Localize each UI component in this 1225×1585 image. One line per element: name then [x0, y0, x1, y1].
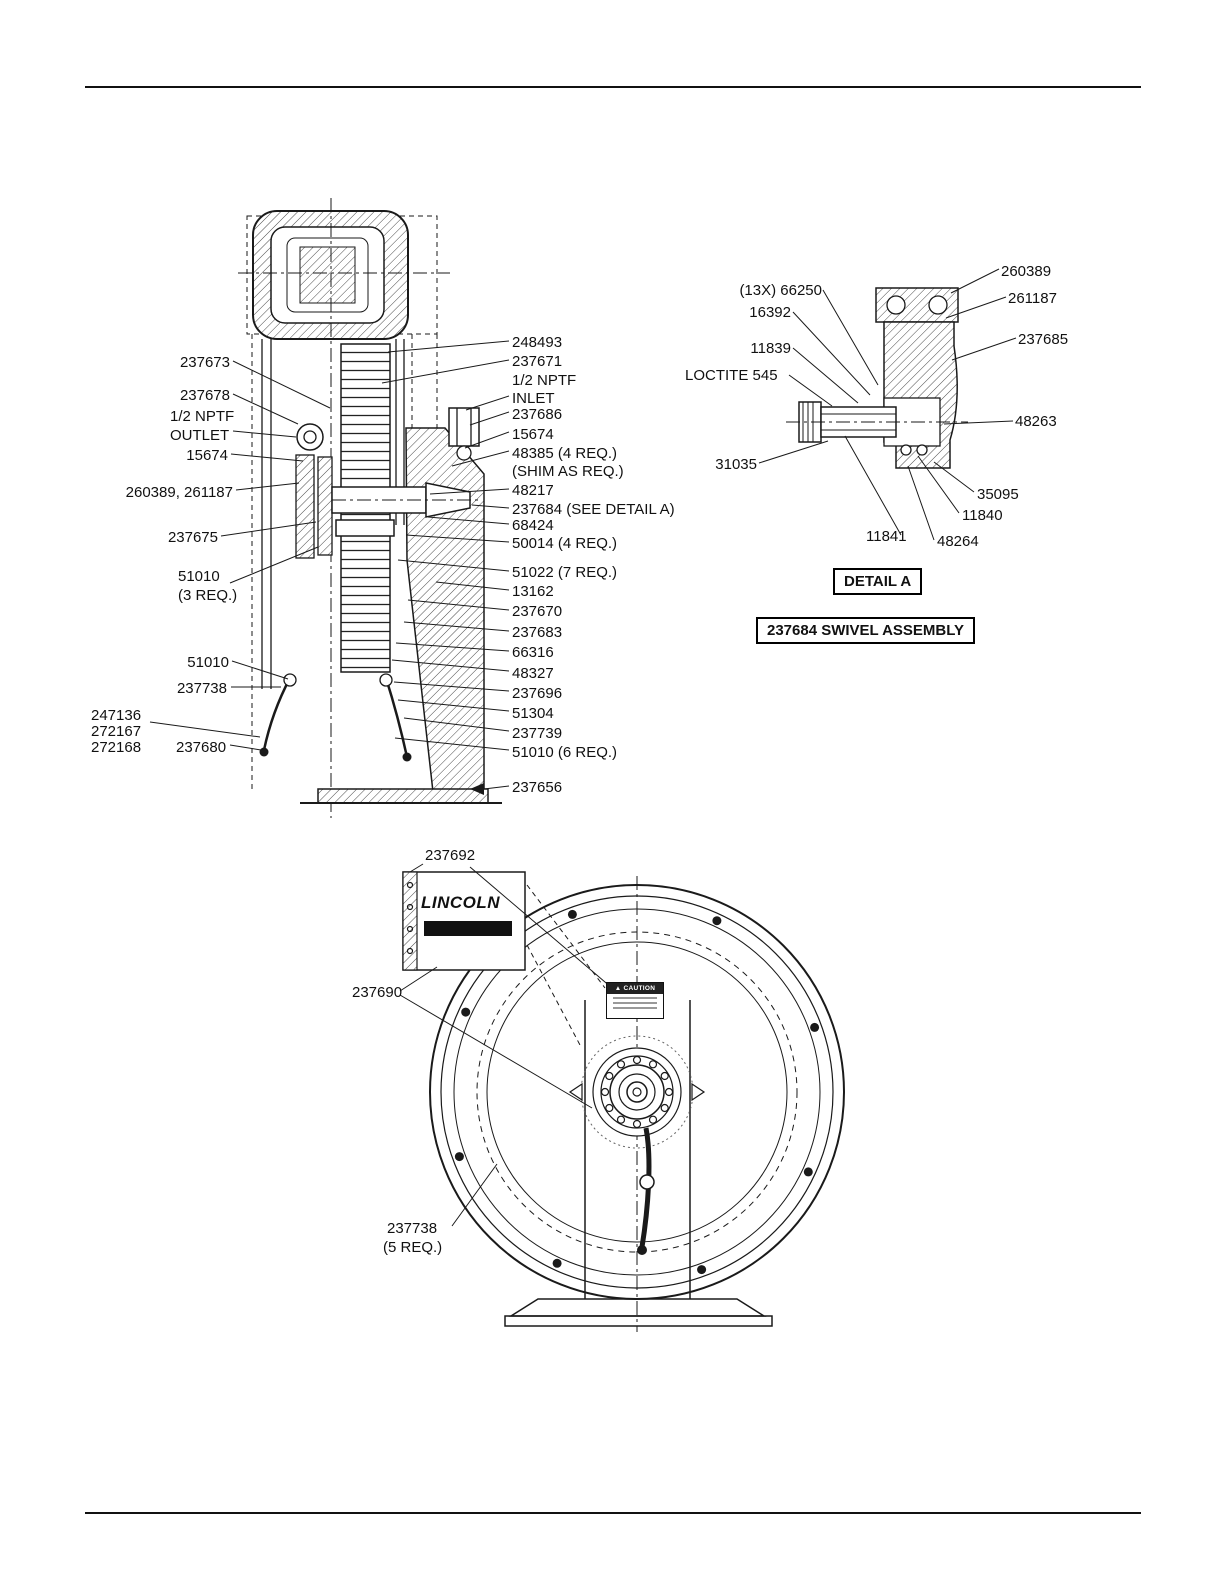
part-label-261187: 261187 — [1008, 290, 1057, 307]
part-label-237738: 237738 — [387, 1220, 438, 1237]
part-label-68424: 68424 — [512, 517, 554, 534]
part-label-35095: 35095 — [977, 486, 1019, 503]
part-label-248493: 248493 — [512, 334, 563, 351]
part-label-237739: 237739 — [512, 725, 563, 742]
part-label-11840: 11840 — [962, 507, 1003, 524]
part-label-237696: 237696 — [512, 685, 563, 702]
part-label-48263: 48263 — [1015, 413, 1057, 430]
detail-a-title: DETAIL A — [833, 568, 923, 595]
part-label-237671: 237671 — [512, 353, 563, 370]
part-label-237690: 237690 — [352, 984, 403, 1001]
part-label-16392: 16392 — [749, 304, 791, 321]
part-label-inlet: INLET — [512, 390, 555, 407]
part-label-237684: 237684 (SEE DETAIL A) — [512, 501, 675, 518]
part-label-outlet: OUTLET — [170, 427, 230, 444]
lincoln-logo: LINCOLN — [421, 893, 501, 912]
part-label-13162: 13162 — [512, 583, 554, 600]
main-assembly-drawing — [238, 198, 502, 818]
swivel-assembly-title: 237684 SWIVEL ASSEMBLY — [756, 617, 976, 644]
leader-lines-detail-a — [758, 268, 1017, 541]
part-label-48385: 48385 (4 REQ.) — [512, 445, 618, 462]
part-label-51010: 51010 — [187, 654, 229, 671]
lincoln-logo-band — [424, 921, 512, 936]
part-label-237738-qty: (5 REQ.) — [383, 1239, 443, 1256]
part-label-272168: 272168 — [91, 739, 142, 756]
part-label-48217: 48217 — [512, 482, 554, 499]
part-label-237656: 237656 — [512, 779, 563, 796]
part-label-247136: 247136 — [91, 707, 142, 724]
leader-lines-reel — [399, 863, 613, 1227]
caution-text: CAUTION — [623, 985, 656, 992]
part-label-11841: 11841 — [866, 528, 907, 545]
part-label-272167: 272167 — [91, 723, 142, 740]
caution-fineprint-line — [613, 997, 657, 999]
part-label-11839: 11839 — [750, 340, 791, 357]
part-label-50014: 50014 (4 REQ.) — [512, 535, 618, 552]
part-label-237680: 237680 — [176, 739, 227, 756]
top-rule — [85, 86, 1141, 88]
bottom-rule — [85, 1512, 1141, 1514]
reel-drawing — [402, 871, 845, 1332]
part-label-51010-qty: (3 REQ.) — [178, 587, 238, 604]
detail-a-drawing — [786, 287, 968, 469]
part-label-237685: 237685 — [1018, 331, 1069, 348]
part-label-260389-261187: 260389, 261187 — [125, 484, 233, 501]
part-label-237673: 237673 — [179, 354, 230, 371]
part-label-48327: 48327 — [512, 665, 554, 682]
leader-lines-main — [149, 340, 510, 795]
part-label-shim-note: (SHIM AS REQ.) — [512, 463, 624, 480]
part-label-66316: 66316 — [512, 644, 554, 661]
part-label-15674: 15674 — [512, 426, 554, 443]
caution-icon: ▲ — [614, 985, 622, 992]
part-label-237686: 237686 — [512, 406, 563, 423]
part-label-260389: 260389 — [1001, 263, 1052, 280]
part-label-51304: 51304 — [512, 705, 554, 722]
caution-label: ▲ CAUTION — [606, 982, 664, 1019]
part-label-237670: 237670 — [512, 603, 563, 620]
part-label-51010-6req: 51010 (6 REQ.) — [512, 744, 618, 761]
part-label-15674: 15674 — [186, 447, 228, 464]
part-label-66250: (13X) 66250 — [739, 282, 822, 299]
part-label-51010: 51010 — [178, 568, 220, 585]
caution-fineprint-line — [613, 1002, 657, 1004]
part-label-loctite-545: LOCTITE 545 — [685, 367, 778, 384]
part-label-48264: 48264 — [937, 533, 979, 550]
part-label-237675: 237675 — [167, 529, 218, 546]
part-label-half-nptf-outlet: 1/2 NPTF — [170, 408, 235, 425]
part-label-237692: 237692 — [425, 847, 476, 864]
part-label-half-nptf-inlet: 1/2 NPTF — [512, 372, 577, 389]
part-label-31035: 31035 — [715, 456, 757, 473]
part-label-237738: 237738 — [176, 680, 227, 697]
part-label-51022: 51022 (7 REQ.) — [512, 564, 618, 581]
part-label-237678: 237678 — [179, 387, 230, 404]
part-label-237683: 237683 — [512, 624, 563, 641]
caution-fineprint-line — [613, 1007, 657, 1009]
